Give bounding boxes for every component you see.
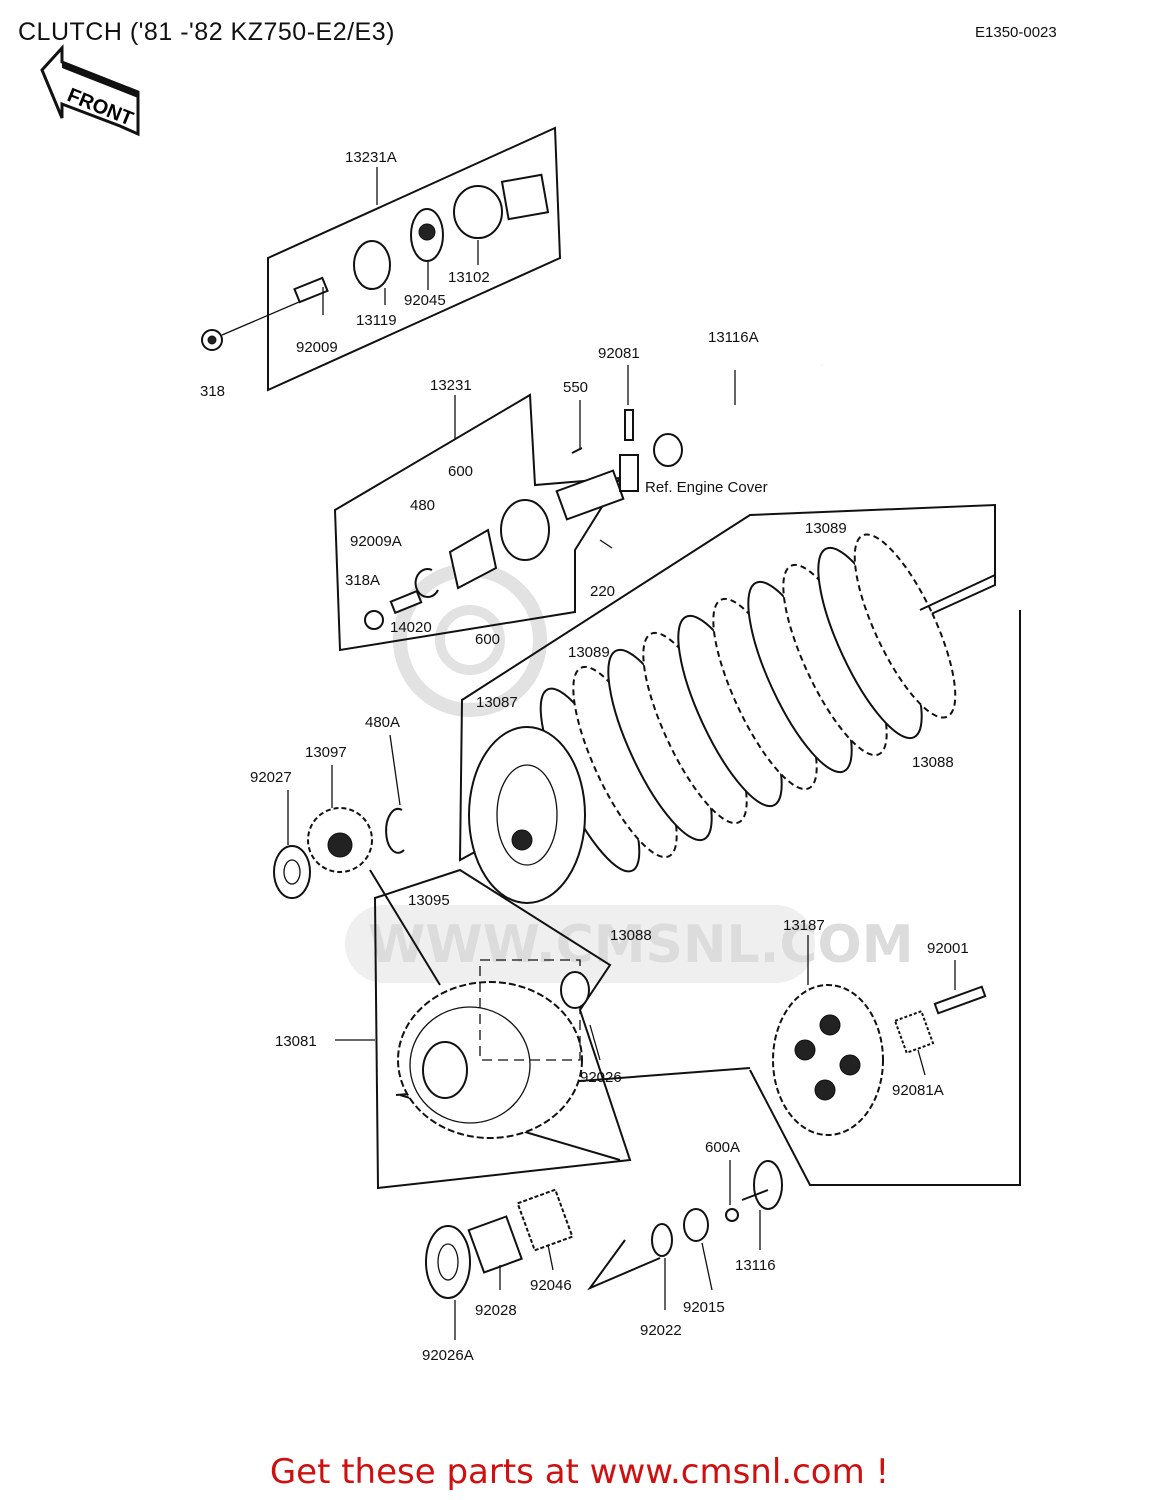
group-13231-outline	[333, 393, 622, 652]
clutch-pack-outline	[458, 503, 996, 862]
label-600A: 600A	[705, 1139, 740, 1156]
part-14020	[448, 528, 498, 590]
label-13089-mid: 13089	[568, 644, 610, 661]
washer-92027	[273, 845, 311, 899]
label-92081A: 92081A	[892, 1082, 944, 1099]
label-13087: 13087	[476, 694, 518, 711]
right-outline	[749, 610, 1021, 1186]
label-92027: 92027	[250, 769, 292, 786]
label-13116: 13116	[735, 1257, 776, 1274]
label-13119: 13119	[356, 312, 397, 329]
label-92015: 92015	[683, 1299, 725, 1316]
label-13187: 13187	[783, 917, 825, 934]
label-220: 220	[590, 583, 615, 600]
spring-92081	[624, 409, 634, 441]
label-92009A: 92009A	[350, 533, 402, 550]
label-92026A: 92026A	[422, 1347, 474, 1364]
label-13081: 13081	[275, 1033, 317, 1050]
watermark-text: WWW.CMSNL.COM	[368, 915, 913, 975]
part-13102	[453, 185, 503, 239]
clutch-hub-13087	[468, 726, 586, 904]
label-92026: 92026	[580, 1069, 622, 1086]
group-13231A-outline	[267, 126, 562, 392]
circlip-480	[414, 568, 439, 599]
nut-92015	[683, 1208, 709, 1242]
label-550: 550	[563, 379, 588, 396]
washer-92026A	[425, 1225, 471, 1299]
pin-92009A	[389, 589, 423, 615]
label-14020: 14020	[390, 619, 432, 636]
label-13088-bottom: 13088	[610, 927, 652, 944]
lever-bracket	[619, 454, 639, 492]
label-92001: 92001	[927, 940, 969, 957]
bearing-92046	[516, 1188, 574, 1252]
sleeve-92028	[467, 1215, 523, 1274]
label-92045: 92045	[404, 292, 446, 309]
label-13231: 13231	[430, 377, 472, 394]
label-600-bottom: 600	[475, 631, 500, 648]
label-13116A: 13116A	[708, 329, 759, 346]
label-92009: 92009	[296, 339, 338, 356]
label-480: 480	[410, 497, 435, 514]
label-13088-right: 13088	[912, 754, 954, 771]
label-13102: 13102	[448, 269, 490, 286]
release-bearing	[500, 499, 550, 561]
circlip-480A	[385, 807, 405, 854]
washer-92022	[651, 1223, 673, 1257]
seal-cover	[653, 433, 683, 467]
diagram-code: E1350-0023	[975, 24, 1057, 41]
label-92046: 92046	[530, 1277, 572, 1294]
label-92022: 92022	[640, 1322, 682, 1339]
label-13089-top: 13089	[805, 520, 847, 537]
pushrod-13116	[753, 1160, 783, 1210]
washer-92026	[560, 971, 590, 1009]
part-13119	[353, 240, 391, 290]
front-arrow-icon: FRONT	[40, 44, 140, 137]
pressure-plate-13187	[772, 984, 884, 1136]
nut-318A	[364, 610, 384, 630]
bolt-92001	[933, 985, 987, 1015]
label-600-top: 600	[448, 463, 473, 480]
clutch-plate-stack	[539, 533, 957, 873]
label-92081: 92081	[598, 345, 640, 362]
footer-parts-link[interactable]: Get these parts at www.cmsnl.com !	[269, 1452, 890, 1492]
label-318A: 318A	[345, 572, 380, 589]
label-318: 318	[200, 383, 225, 400]
reference-note: Ref. Engine Cover	[645, 479, 768, 496]
label-13231A: 13231A	[345, 149, 397, 166]
ball-600A	[725, 1208, 739, 1222]
label-13097: 13097	[305, 744, 347, 761]
label-13095: 13095	[408, 892, 450, 909]
label-92028: 92028	[475, 1302, 517, 1319]
label-480A: 480A	[365, 714, 400, 731]
spring-92081A	[893, 1009, 935, 1055]
release-lever	[555, 469, 625, 521]
page-title: CLUTCH ('81 -'82 KZ750-E2/E3)	[18, 18, 395, 46]
